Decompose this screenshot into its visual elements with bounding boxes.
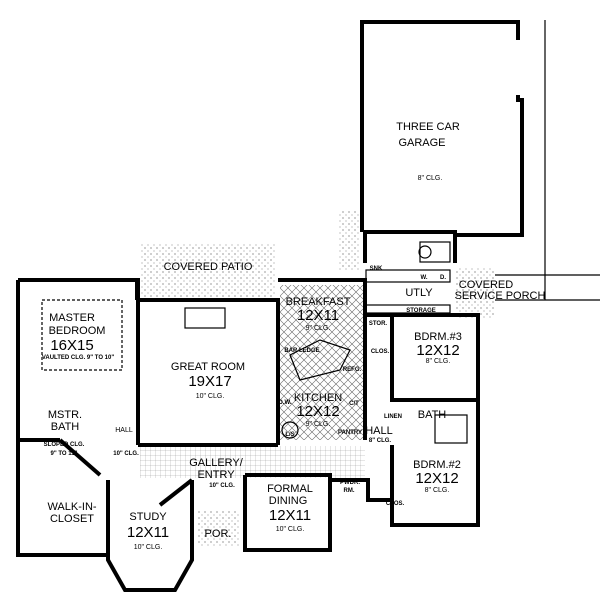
- gallery-label: GALLERY/ ENTRY 10" CLG.: [189, 457, 244, 489]
- room-size: 12X12: [416, 342, 459, 359]
- walls: [16, 20, 524, 592]
- room-name: KITCHEN: [294, 392, 342, 404]
- room-ceiling: VAULTED CLG. 9" TO 10": [42, 355, 115, 361]
- garage-name: THREE CAR: [396, 121, 460, 133]
- room-name: UTLY: [405, 287, 433, 299]
- service-porch-label: COVERED SERVICE PORCH: [455, 279, 546, 302]
- study-label: STUDY 12X11 10" CLG.: [127, 511, 169, 551]
- room-name: BREAKFAST: [286, 296, 351, 308]
- garage-step-floor: [338, 210, 360, 270]
- room-ceiling: 9" TO 11": [51, 451, 78, 457]
- clos-label: CLOS.: [386, 501, 405, 507]
- garage-name2: GARAGE: [398, 137, 445, 149]
- room-ceiling: 9" CLG.: [306, 421, 331, 428]
- room-ceiling: 9" CLG.: [306, 325, 331, 332]
- garage-ceiling: 8" CLG.: [418, 175, 443, 182]
- formal-dining-label: FORMAL DINING 12X11 10" CLG.: [267, 483, 313, 533]
- service-porch-floor: [455, 268, 495, 318]
- room-name: HALL: [365, 425, 393, 437]
- storage-label: STORAGE: [406, 308, 436, 314]
- kitchen-floor: [280, 285, 364, 440]
- pantry-label: PANTRY: [338, 430, 362, 436]
- ct-label: C/T: [349, 401, 359, 407]
- patio-floor: [140, 244, 276, 300]
- room-name: WALK-IN-: [47, 501, 96, 513]
- room-name: BATH: [418, 409, 447, 421]
- sink-label: SNK: [370, 266, 383, 272]
- thin-lines: [41, 20, 600, 444]
- bar-ledge-label: BAR LEDGE: [284, 348, 319, 354]
- room-ceiling: SLOPED CLG.: [44, 442, 85, 448]
- room-name: BDRM.#2: [413, 459, 461, 471]
- kitchen-label: BAR LEDGE REFG. D.W. C/T L/S PANTRY KITC…: [279, 348, 363, 438]
- room-name: FORMAL: [267, 483, 313, 495]
- room-size: 16X15: [50, 337, 93, 354]
- hall-right-label: HALL 8" CLG.: [365, 425, 393, 444]
- room-size: 19X17: [188, 373, 231, 390]
- linen-label: LINEN: [384, 414, 402, 420]
- hall-left-label: HALL 10" CLG.: [113, 427, 139, 457]
- garage-label: THREE CAR GARAGE 8" CLG.: [396, 121, 460, 182]
- room-name: PWDR.: [340, 480, 360, 486]
- room-name: BATH: [51, 421, 80, 433]
- room-size: 12X11: [297, 307, 339, 324]
- stor-label: STOR.: [369, 321, 388, 327]
- room-name: ENTRY: [197, 469, 235, 481]
- walk-in-closet-label: WALK-IN- CLOSET: [47, 501, 96, 525]
- dw-label: D.W.: [279, 400, 292, 406]
- room-name: MASTER: [49, 312, 95, 324]
- great-room-label: GREAT ROOM 19X17 10" CLG.: [171, 361, 245, 400]
- room-ceiling: 8" CLG.: [369, 438, 392, 444]
- room-name: HALL: [115, 427, 133, 434]
- room-ceiling: 8" CLG.: [425, 487, 450, 494]
- room-ceiling: 10" CLG.: [209, 483, 235, 489]
- master-bedroom-label: MASTER BEDROOM 16X15 VAULTED CLG. 9" TO …: [42, 312, 115, 361]
- porch-label: POR.: [205, 528, 232, 540]
- bdrm3-label: STOR. CLOS. BDRM.#3 12X12 8" CLG.: [369, 321, 462, 365]
- room-ceiling: 8" CLG.: [426, 358, 451, 365]
- room-size: 12X11: [269, 507, 311, 524]
- porch-floor: [197, 510, 239, 546]
- covered-patio-label: COVERED PATIO: [164, 261, 253, 273]
- room-name: DINING: [269, 495, 308, 507]
- room-name: STUDY: [129, 511, 167, 523]
- room-ceiling: 10" CLG.: [276, 526, 305, 533]
- ls-label: L/S: [285, 432, 294, 438]
- room-name: GREAT ROOM: [171, 361, 245, 373]
- room-name: CLOSET: [50, 513, 94, 525]
- breakfast-label: BREAKFAST 12X11 9" CLG.: [286, 296, 351, 332]
- gallery-floor: [140, 446, 365, 478]
- mstr-bath-label: MSTR. BATH SLOPED CLG. 9" TO 11": [44, 409, 85, 457]
- washer-label: W.: [421, 275, 428, 281]
- room-ceiling: 10" CLG.: [113, 451, 139, 457]
- utility-label: SNK W. D. UTLY STORAGE: [370, 266, 447, 314]
- room-size: 12X12: [296, 403, 339, 420]
- dryer-label: D.: [440, 275, 446, 281]
- room-name: COVERED: [459, 279, 513, 291]
- room-ceiling: 10" CLG.: [196, 393, 225, 400]
- bdrm2-label: BDRM.#2 12X12 8" CLG. CLOS.: [386, 459, 461, 507]
- refg-label: REFG.: [343, 367, 362, 373]
- room-name: GALLERY/: [189, 457, 244, 469]
- bath-label: LINEN BATH: [384, 409, 446, 421]
- room-name: BDRM.#3: [414, 331, 462, 343]
- room-name: MSTR.: [48, 409, 82, 421]
- room-name: RM.: [344, 488, 355, 494]
- room-name: SERVICE PORCH: [455, 290, 546, 302]
- clos-label: CLOS.: [371, 349, 390, 355]
- room-name: BEDROOM: [49, 325, 106, 337]
- room-ceiling: 10" CLG.: [134, 544, 163, 551]
- room-size: 12X11: [127, 524, 169, 541]
- powder-room-label: PWDR. RM.: [340, 480, 360, 494]
- room-size: 12X12: [415, 470, 458, 487]
